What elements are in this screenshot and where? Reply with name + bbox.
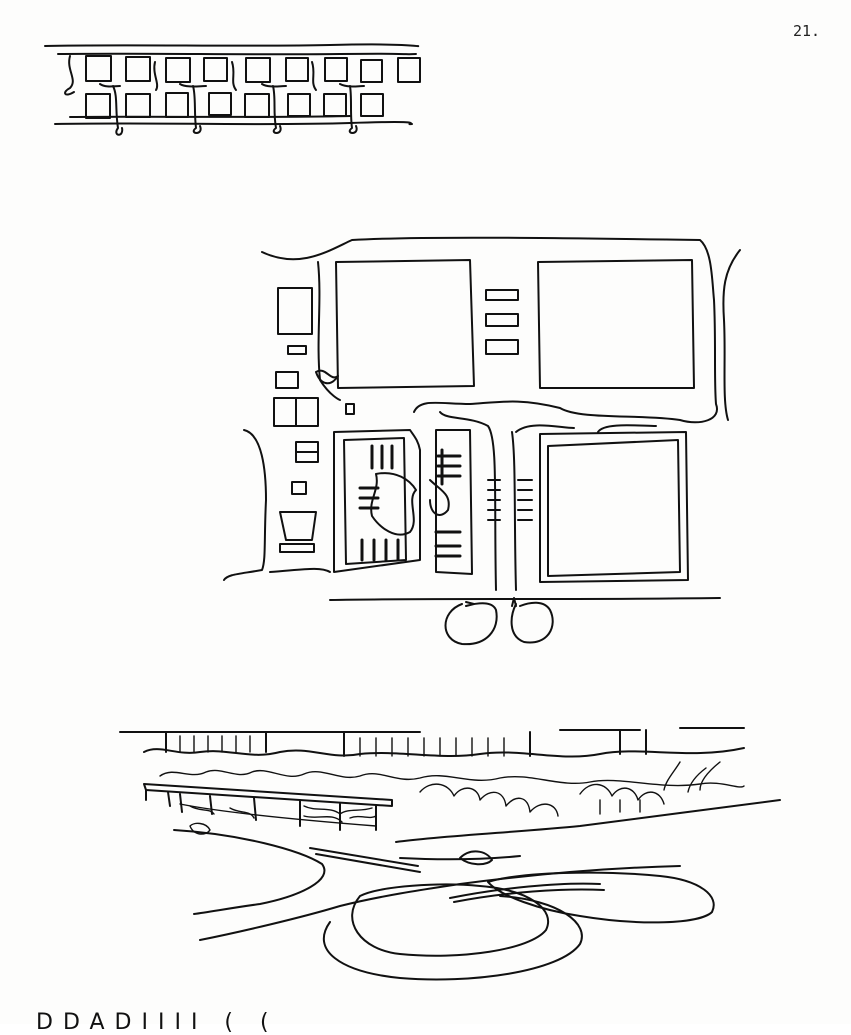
parking-bays: [358, 444, 533, 562]
central-spine: [439, 411, 657, 591]
houses-upper-row: [85, 55, 421, 83]
low-building: [143, 783, 393, 831]
blocks-upper: [335, 259, 695, 389]
ground-roads: [173, 799, 781, 981]
handwritten-caption: DDADIIII ( (: [36, 1010, 279, 1035]
perimeter-road: [261, 236, 741, 424]
side-buildings: [273, 287, 355, 553]
houses-lower-row: [85, 92, 384, 119]
blocks-lower: [333, 429, 689, 583]
street-lower-edge: [54, 115, 413, 126]
central-strips: [485, 289, 519, 355]
main-road: [329, 597, 721, 646]
tree-line: [143, 747, 745, 817]
page-number: 21.: [793, 22, 821, 40]
internal-paths: [370, 472, 450, 536]
left-road: [223, 429, 331, 581]
driveways: [64, 55, 365, 136]
street-upper-edge: [44, 43, 420, 56]
background-buildings: [165, 729, 647, 757]
skyline-line: [119, 727, 745, 733]
